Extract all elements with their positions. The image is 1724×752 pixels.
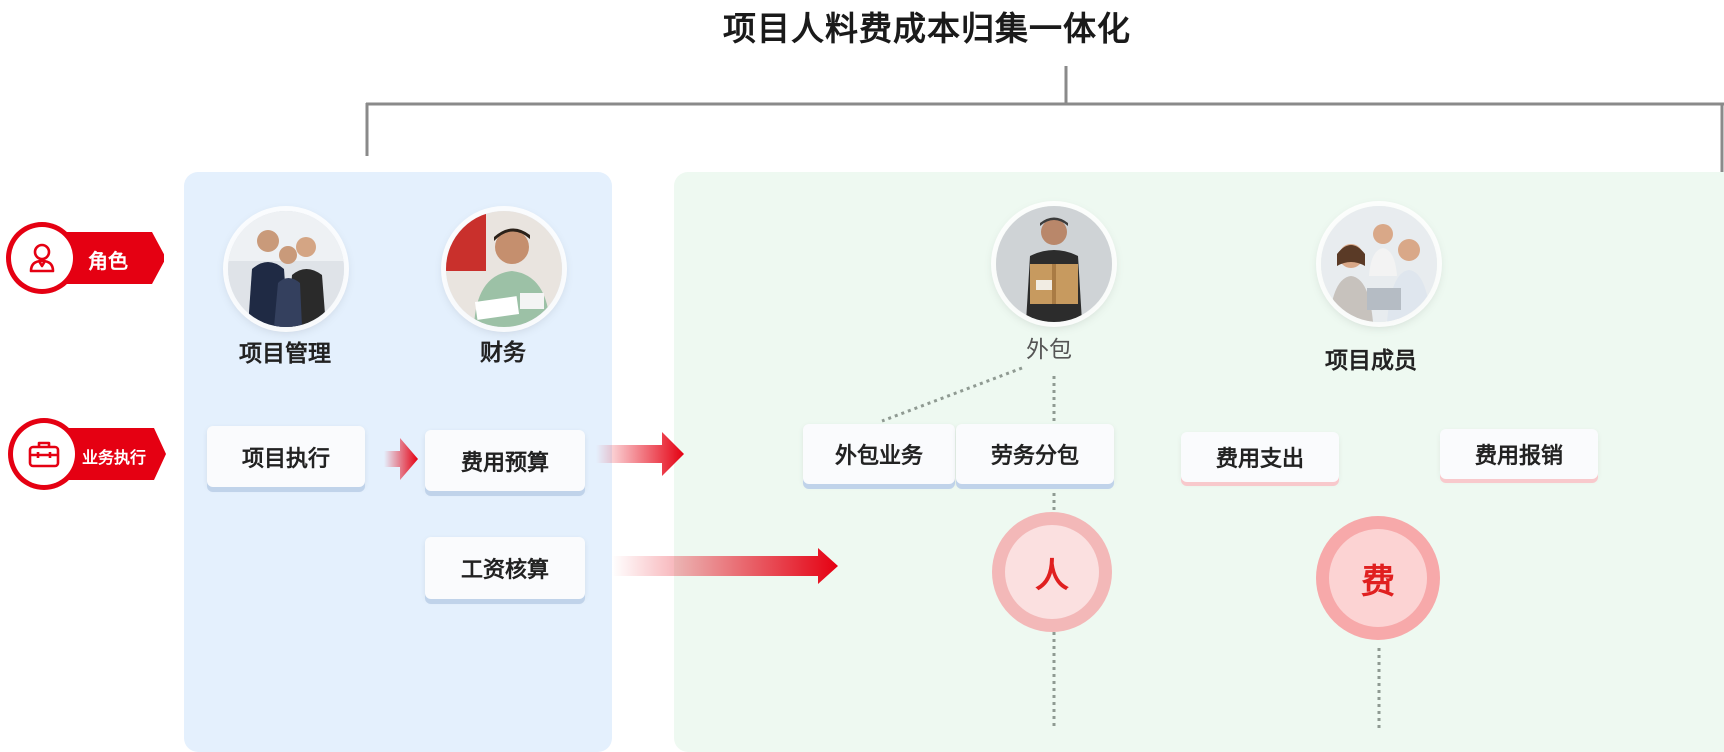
people-hub-label: 人 [1005, 525, 1099, 619]
flow-arrows [384, 432, 838, 584]
fees-hub: 费 [1316, 516, 1440, 640]
role-finance: 财务 [480, 340, 526, 366]
arrow-budget-to-external [596, 432, 684, 476]
task-expense-budget: 费用预算 [425, 430, 585, 491]
diagram-title: 项目人料费成本归集一体化 [723, 9, 1131, 48]
tree-connector [365, 66, 1724, 172]
people-hub: 人 [992, 512, 1112, 632]
task-expense-spending: 费用支出 [1181, 432, 1339, 482]
task-labor-subcontracting: 劳务分包 [956, 424, 1114, 484]
task-outsourcing-business: 外包业务 [803, 424, 955, 484]
finance-avatar [446, 211, 562, 327]
task-payroll-accounting: 工资核算 [425, 537, 585, 599]
task-expense-reimbursement: 费用报销 [1440, 429, 1598, 479]
role-outsourcing: 外包 [1026, 337, 1072, 363]
fees-hub-label: 费 [1329, 529, 1427, 627]
task-project-execution: 项目执行 [207, 426, 365, 487]
role-project-management: 项目管理 [239, 341, 331, 367]
role-tag-label: 角色 [88, 249, 128, 273]
arrow-execution-to-budget [384, 438, 418, 480]
dotted-connectors [881, 366, 1381, 730]
outsourcing-avatar [996, 206, 1112, 322]
role-project-members: 项目成员 [1325, 348, 1417, 374]
briefcase-icon [26, 436, 62, 472]
person-icon [24, 240, 60, 276]
business-execution-tag: 业务执行 [6, 416, 166, 492]
arrow-payroll-to-external [612, 548, 838, 584]
role-tag: 角色 [4, 220, 164, 296]
project-members-avatar [1321, 206, 1437, 322]
business-execution-tag-label: 业务执行 [82, 448, 147, 467]
